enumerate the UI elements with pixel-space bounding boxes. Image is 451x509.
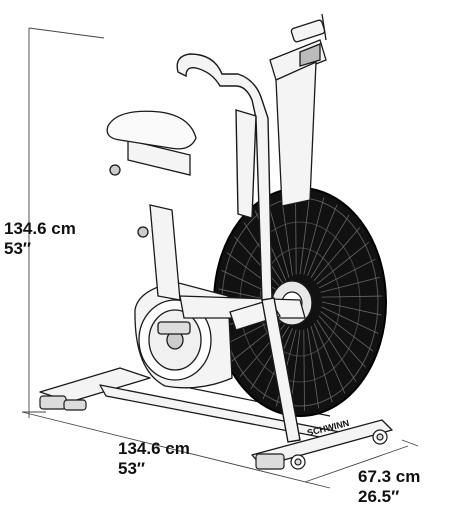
fan-spoke xyxy=(318,315,366,368)
fan-spoke xyxy=(316,319,357,382)
fan-spoke xyxy=(280,195,293,276)
fan-spoke xyxy=(303,197,325,275)
fan-spoke xyxy=(234,236,282,289)
fan-spoke xyxy=(321,295,382,298)
height-metric: 134.6 cm xyxy=(4,219,76,238)
fan-spoke xyxy=(320,311,374,352)
fan-spoke xyxy=(295,193,297,275)
height-imperial: 53″ xyxy=(4,239,32,258)
width-dimension: 67.3 cm 26.5″ xyxy=(358,467,420,507)
fan-spoke xyxy=(313,323,346,394)
fan-spoke xyxy=(321,306,379,335)
fan-spoke xyxy=(321,301,382,316)
fan-spoke xyxy=(310,214,350,278)
fan-spoke xyxy=(299,193,311,275)
fan-spoke xyxy=(310,326,333,403)
fan-spoke xyxy=(307,204,338,276)
feet xyxy=(39,395,388,470)
seat-assembly xyxy=(106,110,197,301)
fan-spoke xyxy=(313,227,361,281)
length-dimension: 134.6 cm 53″ xyxy=(118,439,190,479)
width-imperial: 26.5″ xyxy=(358,487,400,506)
fan-spoke xyxy=(267,201,290,278)
height-dimension: 134.6 cm 53″ xyxy=(4,219,76,259)
handle-arms xyxy=(176,53,301,443)
console-tower xyxy=(269,13,327,207)
fan-spoke xyxy=(320,276,380,293)
fan-spoke xyxy=(316,242,369,285)
fan-spoke xyxy=(303,329,305,411)
dimension-guides xyxy=(21,27,419,489)
length-imperial: 53″ xyxy=(118,459,146,478)
width-line xyxy=(304,445,409,483)
length-line xyxy=(21,411,331,489)
fan-spoke xyxy=(307,328,320,409)
fan-spoke xyxy=(318,258,376,289)
fan-spoke xyxy=(250,326,290,390)
length-metric: 134.6 cm xyxy=(118,439,190,458)
width-metric: 67.3 cm xyxy=(358,467,421,486)
